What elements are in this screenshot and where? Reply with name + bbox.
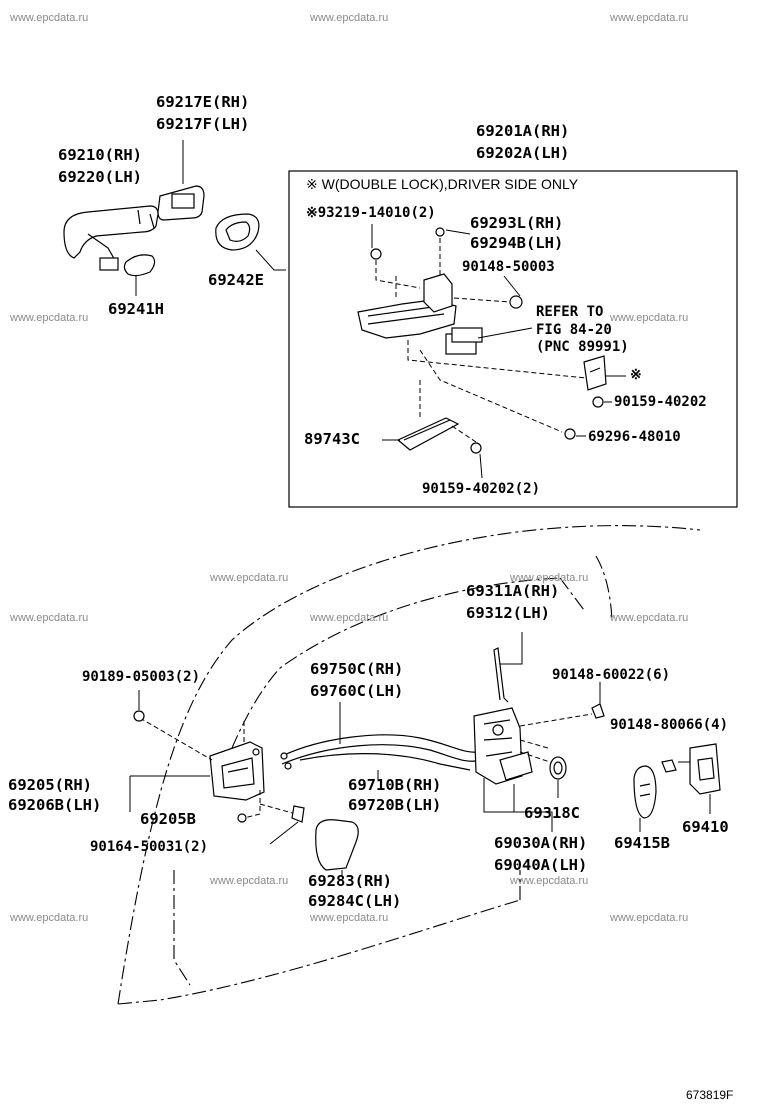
watermark: www.epcdata.ru <box>510 572 589 584</box>
label-69210-rh: 69210(RH) <box>58 146 142 164</box>
label-69030-lh: 69040A(LH) <box>494 856 588 874</box>
label-69296: 69296-48010 <box>588 429 681 445</box>
label-69205b: 69205B <box>140 810 196 828</box>
star-mark: ※ <box>630 367 642 383</box>
watermark: www.epcdata.ru <box>10 912 89 924</box>
label-69293-lh: 69294B(LH) <box>470 234 564 252</box>
watermark: www.epcdata.ru <box>310 612 389 624</box>
door-lock-shape <box>473 707 533 785</box>
watermark: www.epcdata.ru <box>310 12 389 24</box>
refer-line-2: FIG 84-20 <box>536 322 612 338</box>
label-69750-lh: 69760C(LH) <box>310 682 404 700</box>
label-69030-rh: 69030A(RH) <box>494 834 588 852</box>
watermark: www.epcdata.ru <box>210 572 289 584</box>
pad-69242-shape <box>215 213 260 251</box>
label-69710-rh: 69710B(RH) <box>348 776 442 794</box>
label-69415: 69415B <box>614 834 670 852</box>
label-69311-lh: 69312(LH) <box>466 604 550 622</box>
watermark: www.epcdata.ru <box>510 875 589 887</box>
pad-69241-shape <box>123 254 156 277</box>
label-69201-rh: 69201A(RH) <box>476 122 570 140</box>
label-90148-80066: 90148-80066(4) <box>610 717 729 733</box>
label-69241: 69241H <box>108 300 164 318</box>
watermark: www.epcdata.ru <box>610 12 689 24</box>
outside-handle-shape <box>63 205 159 271</box>
seal-shape <box>549 756 567 780</box>
label-69205-lh: 69206B(LH) <box>8 796 102 814</box>
handle-cap-shape <box>157 140 205 221</box>
striker-shape <box>689 743 721 795</box>
label-69283-lh: 69284C(LH) <box>308 892 402 910</box>
watermark: www.epcdata.ru <box>310 912 389 924</box>
inside-handle-shape <box>209 741 265 801</box>
double-lock-box <box>288 170 738 508</box>
label-90148-50003: 90148-50003 <box>462 259 555 275</box>
label-90189: 90189-05003(2) <box>82 669 201 685</box>
label-69217-lh: 69217F(LH) <box>156 115 250 133</box>
label-69710-lh: 69720B(LH) <box>348 796 442 814</box>
refer-line-3: (PNC 89991) <box>536 339 629 355</box>
rod-shape <box>493 647 509 703</box>
plate-shape <box>633 765 657 819</box>
door-outline <box>117 525 701 1005</box>
label-90164: 90164-50031(2) <box>90 839 209 855</box>
label-69311-rh: 69311A(RH) <box>466 582 560 600</box>
label-69205-rh: 69205(RH) <box>8 776 92 794</box>
watermark: www.epcdata.ru <box>10 312 89 324</box>
watermark: www.epcdata.ru <box>210 875 289 887</box>
label-69210-lh: 69220(LH) <box>58 168 142 186</box>
watermark: www.epcdata.ru <box>10 12 89 24</box>
label-69283-rh: 69283(RH) <box>308 872 392 890</box>
label-69410: 69410 <box>682 818 729 836</box>
label-69217-rh: 69217E(RH) <box>156 93 250 111</box>
bezel-shape <box>315 819 359 871</box>
label-69242: 69242E <box>208 271 264 289</box>
label-69318: 69318C <box>524 804 580 822</box>
label-89743: 89743C <box>304 430 360 448</box>
label-69293-rh: 69293L(RH) <box>470 214 564 232</box>
label-93219: ※93219-14010(2) <box>306 205 436 221</box>
figure-id: 673819F <box>686 1088 734 1102</box>
label-69201-lh: 69202A(LH) <box>476 144 570 162</box>
label-69750-rh: 69750C(RH) <box>310 660 404 678</box>
watermark: www.epcdata.ru <box>10 612 89 624</box>
label-90159-40202-2: 90159-40202(2) <box>422 481 541 497</box>
watermark: www.epcdata.ru <box>610 312 689 324</box>
double-lock-assembly-shape <box>357 227 607 454</box>
label-90159-40202: 90159-40202 <box>614 394 707 410</box>
watermark: www.epcdata.ru <box>610 612 689 624</box>
label-90148-60022: 90148-60022(6) <box>552 667 671 683</box>
watermark: www.epcdata.ru <box>610 912 689 924</box>
refer-line-1: REFER TO <box>536 304 604 320</box>
cable-shapes <box>280 734 483 771</box>
box-note: ※ W(DOUBLE LOCK),DRIVER SIDE ONLY <box>306 176 579 192</box>
